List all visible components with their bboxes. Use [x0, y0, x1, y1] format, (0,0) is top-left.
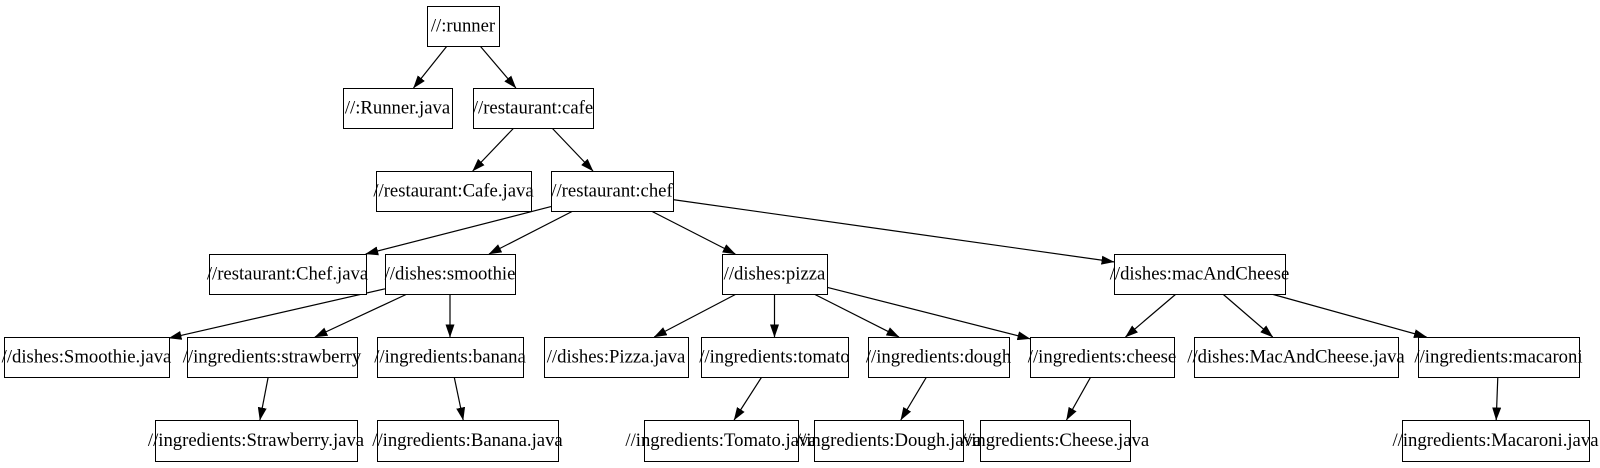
graph-node-label: //restaurant:Cafe.java	[373, 181, 534, 202]
graph-node-label: //ingredients:macaroni	[1414, 347, 1582, 368]
graph-node-box	[1402, 420, 1590, 462]
edges-layer	[168, 45, 1502, 421]
graph-node-box	[722, 254, 828, 295]
graph-node-label: //dishes:smoothie	[385, 264, 516, 285]
graph-node-tomato: //ingredients:tomato	[699, 337, 850, 378]
graph-edge-runner-runner_java	[413, 45, 448, 89]
graph-edge-pizza-dough	[813, 293, 900, 338]
graph-node-box	[701, 337, 849, 378]
graph-node-label: //ingredients:Strawberry.java	[148, 430, 365, 451]
graph-node-label: //dishes:macAndCheese	[1110, 264, 1290, 285]
graph-node-macaroni: //ingredients:macaroni	[1414, 337, 1583, 378]
graph-edge-macaroni-macaroni_java	[1492, 376, 1502, 421]
graph-edge-smoothie-strawberry	[314, 293, 408, 338]
graph-node-box	[377, 337, 524, 378]
graph-node-dough_java: //ingredients:Dough.java	[796, 420, 982, 462]
graph-node-runner: //:runner	[427, 6, 500, 47]
graph-node-label: //restaurant:chef	[551, 181, 673, 202]
graph-edge-macandcheese-macaroni	[1271, 293, 1427, 338]
graph-edge-cheese-cheese_java	[1065, 376, 1092, 421]
graph-node-label: //:Runner.java	[345, 98, 451, 119]
graph-node-macaroni_java: //ingredients:Macaroni.java	[1392, 420, 1599, 462]
graph-node-box	[343, 88, 453, 129]
graph-node-label: //dishes:Smoothie.java	[2, 347, 172, 368]
graph-node-box	[868, 337, 1010, 378]
graph-edge-macandcheese-macandcheese_java	[1222, 293, 1274, 338]
graph-edge-dough-dough_java	[900, 376, 928, 421]
graph-edge-tomato-tomato_java	[733, 376, 763, 421]
graph-node-label: //:runner	[431, 16, 496, 37]
graph-node-label: //ingredients:Cheese.java	[961, 430, 1150, 451]
graph-node-box	[1030, 337, 1175, 378]
graph-node-label: //ingredients:banana	[374, 347, 526, 368]
graph-node-runner_java: //:Runner.java	[343, 88, 453, 129]
graph-node-box	[4, 337, 170, 378]
graph-node-box	[377, 420, 559, 462]
graph-node-box	[814, 420, 964, 462]
graph-node-label: //ingredients:Tomato.java	[625, 430, 817, 451]
graph-edge-chef-macandcheese	[672, 199, 1115, 265]
graph-node-box	[1418, 337, 1580, 378]
graph-edge-macandcheese-cheese	[1125, 293, 1177, 338]
graph-node-banana: //ingredients:banana	[374, 337, 526, 378]
graph-edge-strawberry-strawberry_java	[257, 376, 269, 421]
graph-node-label: //ingredients:tomato	[699, 347, 850, 368]
graph-node-label: //restaurant:Chef.java	[207, 264, 369, 285]
graph-node-strawberry: //ingredients:strawberry	[183, 337, 362, 378]
graph-node-label: //dishes:Pizza.java	[547, 347, 686, 368]
graph-node-pizza: //dishes:pizza	[722, 254, 828, 295]
graph-edge-pizza-pizza_java	[653, 293, 737, 338]
graph-node-box	[1194, 337, 1399, 378]
graph-node-label: //ingredients:cheese	[1028, 347, 1176, 368]
graph-node-label: //ingredients:Macaroni.java	[1392, 430, 1599, 451]
graph-node-label: //ingredients:dough	[866, 347, 1012, 368]
graph-node-box	[155, 420, 358, 462]
graph-node-cheese_java: //ingredients:Cheese.java	[961, 420, 1150, 462]
graph-edge-chef-smoothie	[488, 210, 574, 255]
graph-node-box	[473, 88, 594, 129]
graph-node-box	[376, 171, 532, 212]
graph-node-box	[980, 420, 1131, 462]
graph-node-label: //ingredients:strawberry	[183, 347, 362, 368]
graph-node-box	[544, 337, 689, 378]
graph-node-box	[187, 337, 358, 378]
nodes-layer: //:runner //:Runner.java //restaurant:cafe…	[2, 6, 1599, 462]
graph-node-box	[1114, 254, 1286, 295]
graph-node-chef_java: //restaurant:Chef.java	[207, 254, 369, 295]
graph-node-box	[644, 420, 799, 462]
graph-node-cafe: //restaurant:cafe	[473, 88, 594, 129]
graph-node-box	[551, 171, 674, 212]
graph-node-pizza_java: //dishes:Pizza.java	[544, 337, 689, 378]
graph-edge-banana-banana_java	[453, 376, 466, 421]
graph-node-macandcheese: //dishes:macAndCheese	[1110, 254, 1290, 295]
graph-node-label: //dishes:MacAndCheese.java	[1187, 347, 1405, 368]
graph-node-macandcheese_java: //dishes:MacAndCheese.java	[1187, 337, 1405, 378]
graph-edge-chef-chef_java	[365, 206, 552, 256]
graph-node-box	[209, 254, 367, 295]
graph-edge-chef-pizza	[650, 210, 736, 255]
graph-node-smoothie: //dishes:smoothie	[385, 254, 516, 295]
graph-edge-cafe-cafe_java	[472, 127, 515, 172]
graph-node-cafe_java: //restaurant:Cafe.java	[373, 171, 534, 212]
graph-node-tomato_java: //ingredients:Tomato.java	[625, 420, 817, 462]
graph-node-label: //ingredients:Banana.java	[372, 430, 563, 451]
graph-node-dough: //ingredients:dough	[866, 337, 1012, 378]
graph-node-label: //ingredients:Dough.java	[796, 430, 982, 451]
graph-edge-runner-cafe	[479, 45, 517, 89]
graph-edge-smoothie-smoothie_java	[168, 288, 386, 340]
graph-node-label: //dishes:pizza	[724, 264, 826, 285]
graph-node-box	[427, 6, 500, 47]
graph-node-box	[385, 254, 516, 295]
graph-edge-pizza-cheese	[826, 286, 1031, 341]
graph-edge-cafe-chef	[551, 127, 594, 172]
graph-node-banana_java: //ingredients:Banana.java	[372, 420, 563, 462]
graph-node-label: //restaurant:cafe	[473, 98, 593, 119]
graph-node-cheese: //ingredients:cheese	[1028, 337, 1176, 378]
graph-node-strawberry_java: //ingredients:Strawberry.java	[148, 420, 365, 462]
graph-node-chef: //restaurant:chef	[551, 171, 674, 212]
graph-node-smoothie_java: //dishes:Smoothie.java	[2, 337, 172, 378]
